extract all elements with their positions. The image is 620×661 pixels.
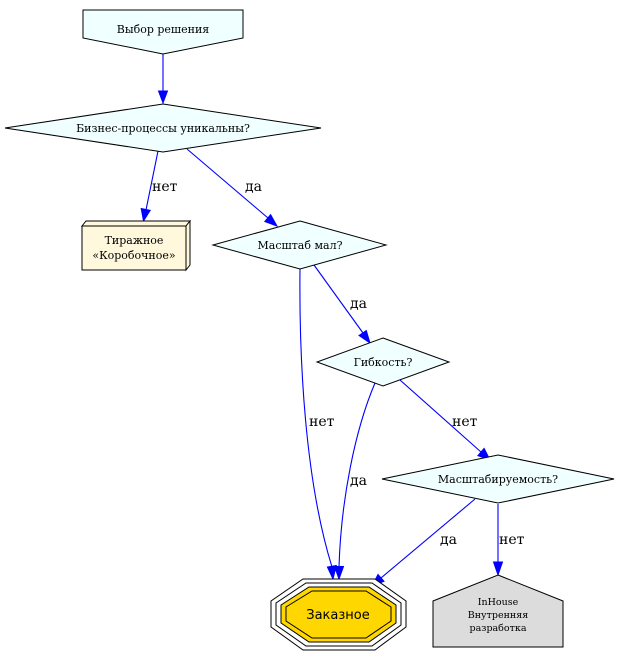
- node-scalable-question: Масштабируемость?: [381, 454, 615, 504]
- node-boxed-product: Тиражное «Коробочное»: [80, 219, 192, 272]
- edge-scale-to-flex: да: [313, 264, 371, 345]
- edge-label-scalable-yes: да: [440, 532, 457, 548]
- node-flex-label: Гибкость?: [354, 356, 413, 369]
- edge-scalable-to-inhouse: нет: [492, 504, 525, 577]
- node-unique-question: Бизнес-процессы уникальны?: [4, 103, 322, 153]
- node-start: Выбор решения: [82, 9, 244, 55]
- node-inhouse-line1: InHouse: [478, 597, 519, 608]
- edge-unique-to-scale: да: [186, 148, 279, 227]
- node-custom-label: Заказное: [306, 608, 369, 623]
- node-boxed-line2: «Коробочное»: [92, 249, 175, 262]
- edge-label-unique-yes: да: [245, 179, 262, 195]
- node-inhouse: InHouse Внутренняя разработка: [432, 574, 564, 648]
- edge-flex-to-custom: да: [333, 382, 376, 581]
- edge-scale-to-custom: нет: [299, 267, 337, 581]
- edge-label-flex-no: нет: [452, 414, 478, 430]
- node-scale-question: Масштаб мал?: [211, 220, 388, 270]
- node-inhouse-line3: разработка: [470, 623, 527, 634]
- node-flex-question: Гибкость?: [315, 337, 451, 387]
- edge-label-flex-yes: да: [350, 473, 367, 489]
- node-custom: Заказное: [270, 578, 407, 651]
- edge-label-scale-no: нет: [309, 414, 335, 430]
- edge-start-to-unique: [157, 54, 169, 105]
- edge-scalable-to-custom: да: [370, 498, 476, 587]
- node-scale-label: Масштаб мал?: [258, 239, 343, 252]
- edge-unique-to-boxed: нет: [140, 150, 178, 223]
- node-unique-label: Бизнес-процессы уникальны?: [76, 122, 250, 135]
- node-boxed-line1: Тиражное: [105, 234, 164, 247]
- node-inhouse-line2: Внутренняя: [468, 610, 529, 621]
- edge-label-unique-no: нет: [152, 179, 178, 195]
- edge-label-scalable-no: нет: [499, 532, 525, 548]
- node-scalable-label: Масштабируемость?: [438, 473, 558, 486]
- edge-label-scale-yes: да: [350, 296, 367, 312]
- edge-flex-to-scalable: нет: [399, 379, 492, 461]
- node-start-label: Выбор решения: [117, 23, 210, 36]
